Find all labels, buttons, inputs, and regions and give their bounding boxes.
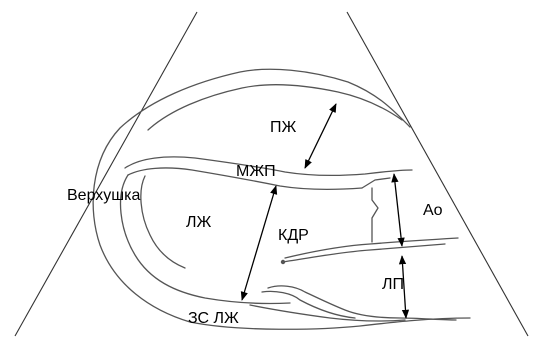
label-apex: Верхушка	[67, 188, 140, 204]
outer-heart-contour	[93, 69, 470, 329]
lv-edd-arrow[interactable]	[242, 186, 276, 300]
aortic-valve-line	[362, 178, 390, 242]
aorta-dimension-arrow[interactable]	[394, 174, 402, 246]
label-rv: ПЖ	[270, 120, 296, 136]
posterior-wall-line	[250, 305, 405, 321]
label-lv: ЛЖ	[186, 215, 211, 231]
lv-cavity	[121, 175, 290, 303]
label-lv-posterior-wall: ЗС ЛЖ	[188, 311, 239, 327]
sector-edge-right	[347, 12, 528, 336]
rv-dimension-arrow[interactable]	[305, 104, 336, 168]
la-contour	[268, 286, 456, 320]
la-contour-inner	[262, 291, 355, 318]
label-ivs: МЖП	[236, 164, 276, 180]
label-edd: КДР	[278, 228, 309, 244]
label-aorta: Ао	[423, 203, 443, 219]
sector-edge-left	[15, 12, 197, 336]
label-la: ЛП	[382, 277, 404, 293]
lv-cavity-inner	[141, 176, 185, 268]
mitral-leaflet-tip	[281, 260, 285, 264]
